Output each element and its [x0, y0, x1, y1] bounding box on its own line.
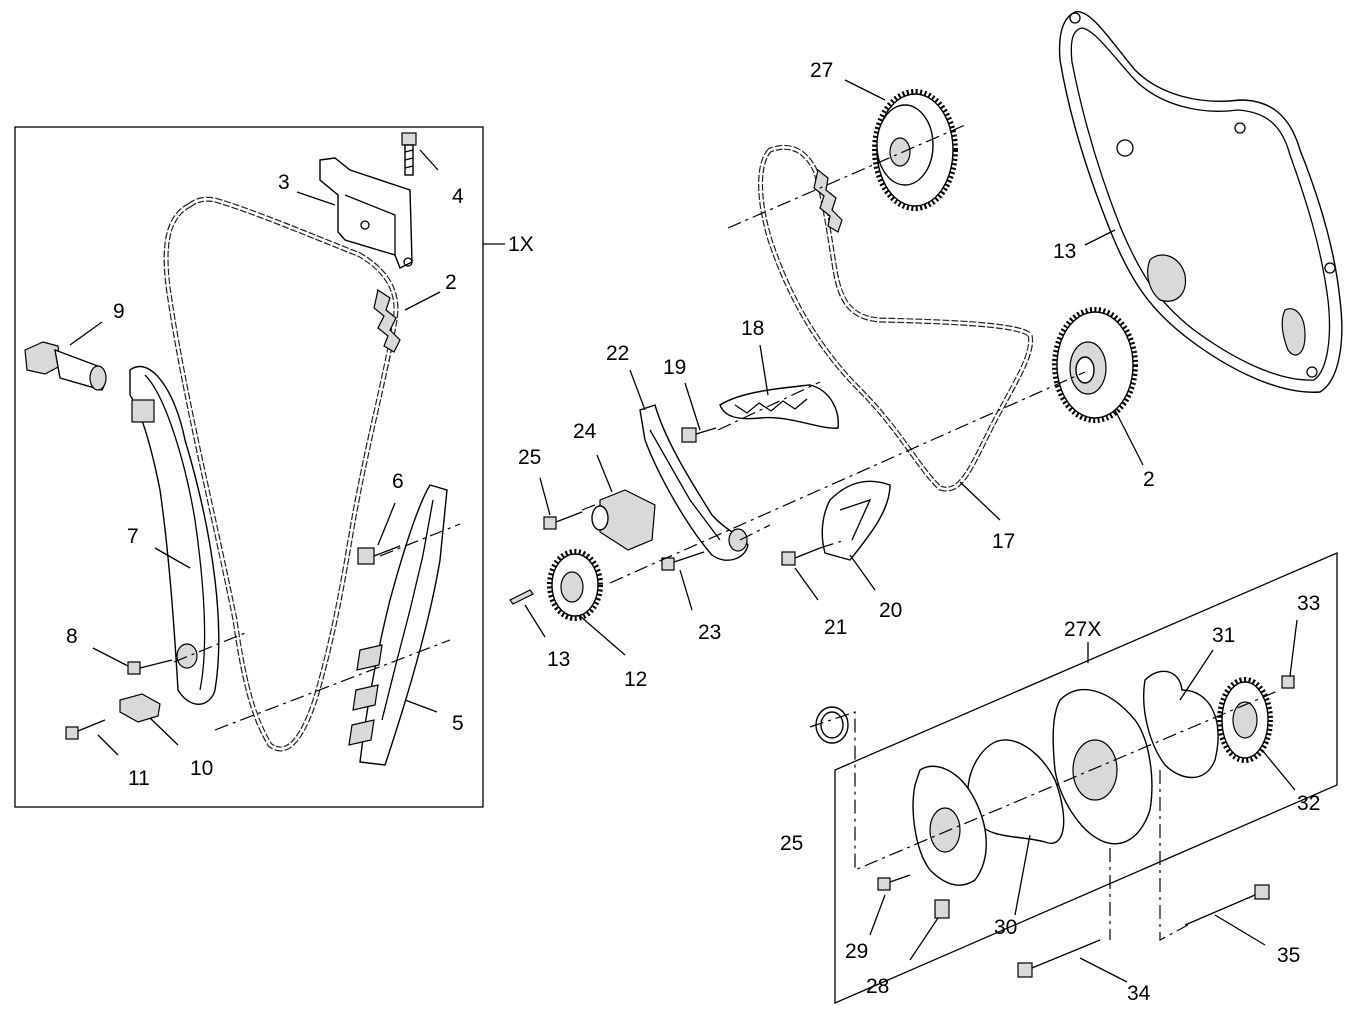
part-8-bolt: [127, 659, 173, 675]
label-10: 10: [190, 757, 213, 780]
part-20-guide: [821, 480, 891, 561]
label-28: 28: [866, 975, 889, 998]
label-27X: 27X: [1064, 618, 1101, 641]
part-22-tensioner-rail: [639, 404, 749, 561]
part-23-bolt: [661, 551, 705, 571]
label-7: 7: [127, 525, 139, 548]
part-17-timing-chain: [758, 144, 1034, 492]
part-34-bolt: [1017, 939, 1101, 978]
label-25-bolt: 25: [518, 446, 541, 469]
label-3: 3: [278, 171, 290, 194]
part-7-guide: [129, 365, 220, 705]
label-2-sprocket: 2: [1143, 468, 1155, 491]
part-4-bolt: [401, 132, 417, 176]
part-21-bolt: [781, 547, 821, 566]
part-cover: [912, 765, 987, 886]
label-22: 22: [606, 342, 629, 365]
kit-27x-frame: [834, 552, 1338, 1004]
part-32-pulley: [1217, 677, 1273, 763]
label-8: 8: [66, 625, 78, 648]
part-25-bolt: [543, 511, 583, 530]
part-3-bracket: [319, 157, 413, 269]
label-23: 23: [698, 621, 721, 644]
label-21: 21: [824, 616, 847, 639]
part-19-bolt: [681, 427, 717, 443]
part-12-crank-sprocket: [547, 549, 603, 621]
label-33: 33: [1297, 592, 1320, 615]
label-32: 32: [1297, 792, 1320, 815]
label-30: 30: [994, 916, 1017, 939]
label-1X: 1X: [508, 233, 534, 256]
part-27-camshaft-sprocket: [872, 89, 958, 211]
part-33-bolt: [1281, 675, 1295, 689]
part-6-bolt: [357, 545, 401, 565]
part-35-bolt: [1184, 884, 1270, 926]
part-13-cover-gasket: [1058, 11, 1343, 393]
label-9: 9: [113, 300, 125, 323]
label-35: 35: [1277, 944, 1300, 967]
label-13-key: 13: [547, 648, 570, 671]
label-18: 18: [741, 317, 764, 340]
part-2-sprocket: [1052, 307, 1138, 423]
part-11-bolt: [65, 719, 106, 740]
label-24: 24: [573, 420, 597, 443]
label-29: 29: [845, 940, 868, 963]
kit-1x-frame: [14, 126, 505, 808]
label-27: 27: [810, 59, 833, 82]
part-10-tensioner: [119, 693, 161, 723]
label-31: 31: [1212, 624, 1235, 647]
part-28-plug: [934, 899, 950, 919]
label-34: 34: [1127, 982, 1151, 1005]
part-31-seal: [1143, 670, 1219, 779]
part-5-guide: [348, 484, 448, 766]
label-2: 2: [445, 271, 457, 294]
label-4: 4: [452, 185, 464, 208]
label-20: 20: [879, 599, 902, 622]
label-19: 19: [663, 356, 686, 379]
label-6: 6: [392, 470, 404, 493]
label-25-oring: 25: [780, 832, 803, 855]
part-18-guide: [719, 384, 839, 429]
part-27x-pump-body: [1052, 689, 1153, 845]
timing-chain-kit: [163, 196, 401, 752]
part-29-bolt: [877, 874, 911, 891]
label-17: 17: [992, 530, 1015, 553]
part-25-oring: [815, 706, 849, 744]
part-24-tensioner: [591, 489, 656, 551]
label-11: 11: [128, 767, 150, 790]
label-5: 5: [452, 712, 464, 735]
part-9-sensor: [24, 341, 107, 391]
label-12: 12: [624, 668, 647, 691]
part-13-key: [509, 589, 534, 605]
label-13-gasket: 13: [1053, 240, 1076, 263]
